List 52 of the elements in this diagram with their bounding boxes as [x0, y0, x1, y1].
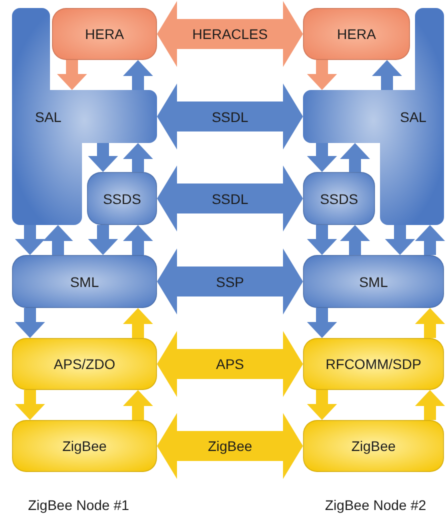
arrow	[385, 225, 415, 255]
edge-label: SSDL	[212, 190, 248, 206]
arrow	[88, 143, 118, 172]
arrow	[123, 143, 153, 172]
layer-box: HERA	[303, 8, 410, 60]
arrow	[340, 143, 370, 172]
arrow	[307, 60, 337, 90]
arrow	[57, 60, 87, 90]
double-arrow	[157, 166, 303, 232]
arrow	[15, 308, 45, 338]
edge-label: ZigBee	[208, 438, 252, 454]
arrow	[307, 308, 337, 338]
arrow	[340, 225, 370, 255]
arrow	[307, 143, 337, 172]
edge-label: HERACLES	[192, 26, 268, 42]
double-arrow	[157, 248, 303, 314]
layer-box: HERA	[52, 8, 157, 60]
double-arrow	[157, 1, 303, 67]
arrow	[415, 390, 445, 420]
arrow	[15, 225, 45, 255]
node-caption: ZigBee Node #2	[325, 497, 426, 513]
layer-box: ZigBee	[12, 420, 157, 472]
double-arrow	[157, 331, 303, 397]
double-arrow	[157, 84, 303, 150]
edge-label: SSDL	[212, 108, 248, 124]
arrow	[415, 308, 445, 338]
arrow	[15, 390, 45, 420]
l-shaped-layer-block	[12, 8, 157, 225]
arrow	[88, 225, 118, 255]
layer-box: SML	[303, 255, 444, 308]
layer-box: SML	[12, 255, 157, 308]
arrow	[43, 225, 73, 255]
layer-box: SSDS	[87, 172, 157, 225]
arrow	[307, 390, 337, 420]
layer-box: RFCOMM/SDP	[303, 338, 444, 390]
layer-name: SAL	[35, 108, 62, 124]
arrow	[123, 225, 153, 255]
arrow	[123, 60, 153, 90]
layer-name: SAL	[400, 108, 426, 124]
layer-box: APS/ZDO	[12, 338, 157, 390]
edge-label: APS	[216, 356, 244, 372]
layer-box: ZigBee	[303, 420, 444, 472]
arrow	[307, 225, 337, 255]
arrow	[372, 60, 402, 90]
node-caption: ZigBee Node #1	[28, 497, 130, 513]
layer-box: SSDS	[303, 172, 375, 225]
edge-label: SSP	[216, 274, 244, 290]
arrow	[123, 390, 153, 420]
arrow	[415, 225, 445, 255]
double-arrow	[157, 413, 303, 479]
arrow	[123, 308, 153, 338]
l-shaped-layer-block	[303, 8, 444, 225]
